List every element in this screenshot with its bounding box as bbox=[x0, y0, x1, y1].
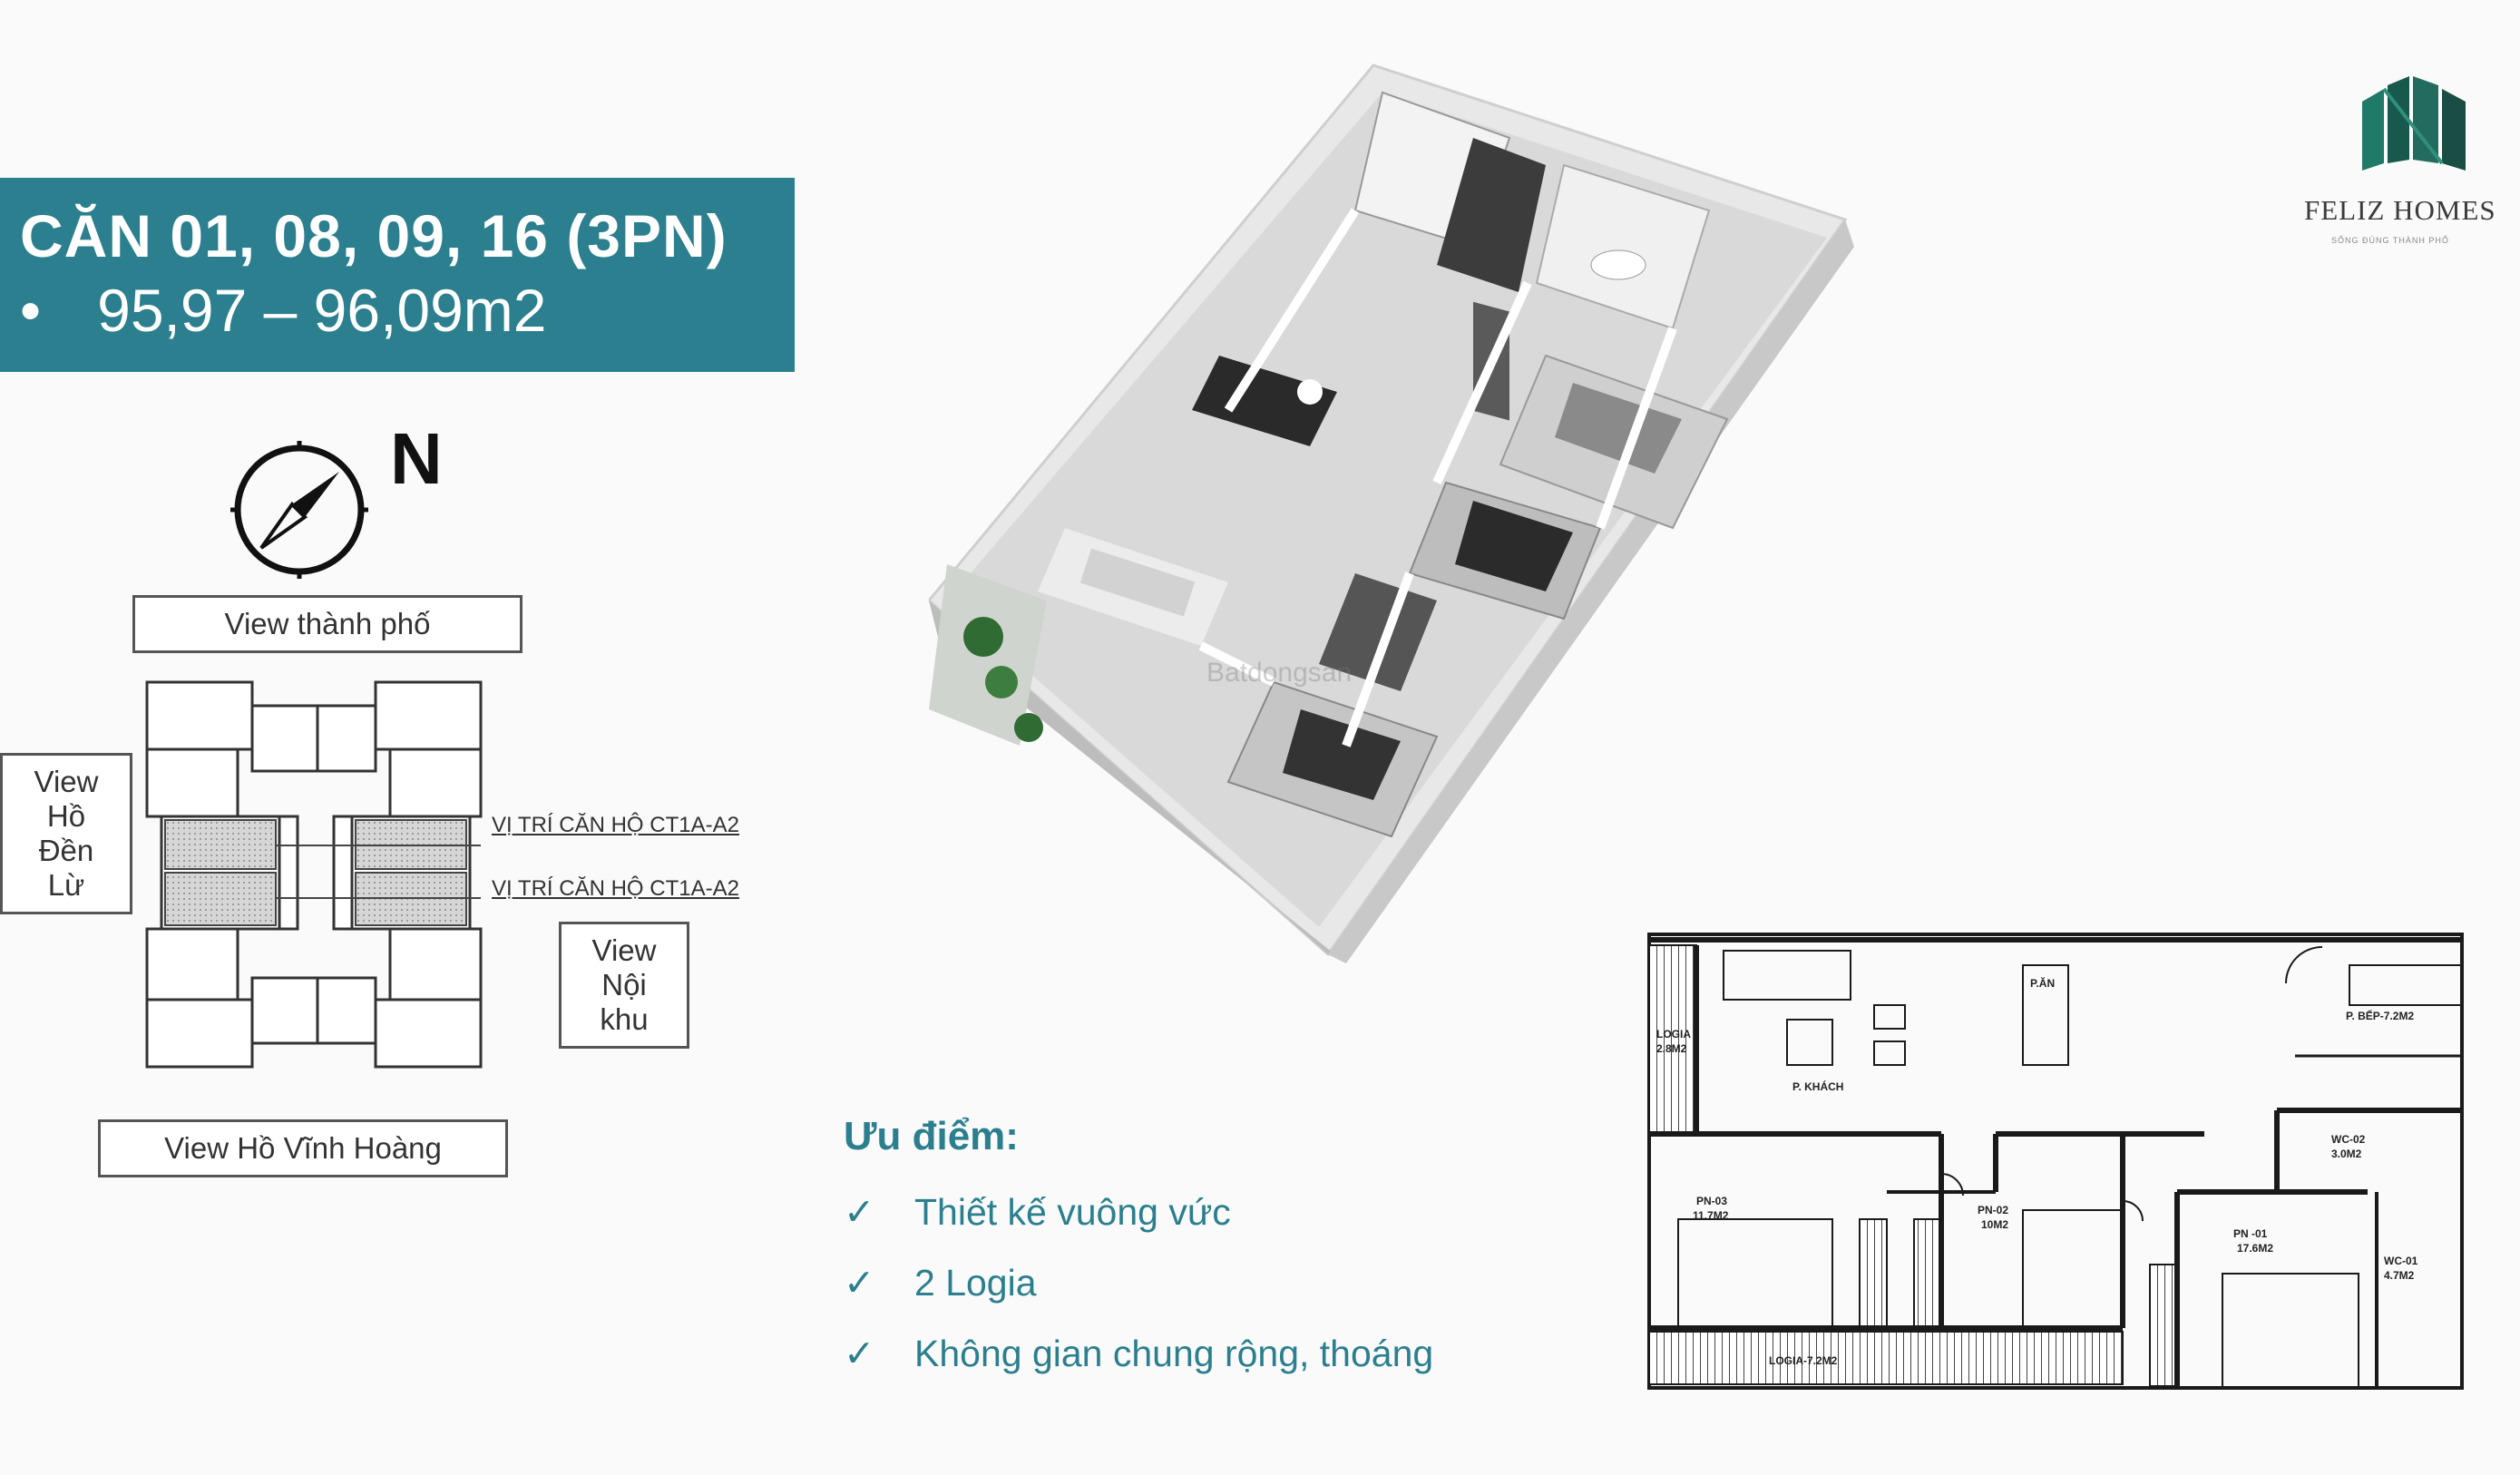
bullet: • bbox=[20, 277, 42, 344]
room-label-logia-left: LOGIA bbox=[1656, 1028, 1691, 1040]
room-label-pn03-area: 11.7M2 bbox=[1693, 1209, 1729, 1222]
apartment-title: CĂN 01, 08, 09, 16 (3PN) bbox=[20, 202, 728, 269]
building-site-plan bbox=[145, 680, 483, 1069]
room-label-living: P. KHÁCH bbox=[1792, 1079, 1843, 1093]
room-label-pn01-area: 17.6M2 bbox=[2237, 1242, 2273, 1255]
view-noi-khu-line: View bbox=[591, 933, 657, 967]
apartment-area: • 95,97 – 96,09m2 bbox=[20, 276, 547, 345]
room-label-logia-left-area: 2.8M2 bbox=[1656, 1042, 1687, 1055]
check-icon: ✓ bbox=[844, 1333, 875, 1374]
room-label-pn02: PN-02 bbox=[1978, 1204, 2008, 1216]
compass-icon bbox=[230, 441, 368, 579]
room-label-wc02-area: 3.0M2 bbox=[2331, 1148, 2362, 1160]
view-noi-khu-line: Nội bbox=[601, 968, 647, 1001]
floor-plan: P.ĂN P. BẾP-7.2M2 LOGIA 2.8M2 P. KHÁCH W… bbox=[1647, 933, 2464, 1390]
logo-name: FELIZ HOMES bbox=[2304, 194, 2496, 226]
advantage-text: 2 Logia bbox=[914, 1262, 1037, 1304]
position-label: VỊ TRÍ CĂN HỘ CT1A-A2 bbox=[492, 876, 739, 901]
room-label-pn03: PN-03 bbox=[1696, 1195, 1727, 1207]
area-value: 95,97 – 96,09m2 bbox=[97, 277, 547, 344]
advantage-item: ✓ 2 Logia bbox=[844, 1261, 1037, 1304]
advantage-item: ✓ Không gian chung rộng, thoáng bbox=[844, 1332, 1433, 1375]
room-label-kitchen: P. BẾP-7.2M2 bbox=[2346, 1009, 2414, 1022]
view-den-lu-line: Đền bbox=[38, 834, 94, 867]
check-icon: ✓ bbox=[844, 1262, 875, 1304]
room-label-pn02-area: 10M2 bbox=[1981, 1218, 2008, 1231]
view-vinh-hoang-box: View Hồ Vĩnh Hoàng bbox=[98, 1119, 508, 1177]
watermark: Batdongsan bbox=[1206, 658, 1353, 688]
north-label: N bbox=[390, 418, 443, 499]
view-den-lu-line: Lừ bbox=[47, 868, 85, 902]
advantages-title: Ưu điểm: bbox=[844, 1114, 1019, 1158]
view-vinh-hoang-label: View Hồ Vĩnh Hoàng bbox=[164, 1131, 442, 1165]
room-label-wc01-area: 4.7M2 bbox=[2384, 1269, 2415, 1282]
advantage-text: Thiết kế vuông vức bbox=[914, 1191, 1231, 1233]
apartment-3d-render bbox=[929, 63, 1854, 963]
view-den-lu-box: View Hồ Đền Lừ bbox=[0, 753, 132, 914]
position-label: VỊ TRÍ CĂN HỘ CT1A-A2 bbox=[492, 813, 739, 837]
check-icon: ✓ bbox=[844, 1191, 875, 1233]
advantage-text: Không gian chung rộng, thoáng bbox=[914, 1333, 1434, 1374]
view-den-lu-line: View bbox=[34, 765, 99, 798]
view-noi-khu-box: View Nội khu bbox=[559, 922, 689, 1049]
view-noi-khu-line: khu bbox=[600, 1002, 649, 1036]
room-label-pn01: PN -01 bbox=[2233, 1227, 2268, 1240]
title-banner: CĂN 01, 08, 09, 16 (3PN) • 95,97 – 96,09m… bbox=[0, 178, 795, 372]
logo-mark-icon bbox=[2362, 76, 2466, 171]
view-den-lu-line: Hồ bbox=[46, 799, 86, 833]
view-city-box: View thành phố bbox=[132, 595, 523, 653]
room-label-wc01: WC-01 bbox=[2384, 1255, 2418, 1267]
room-label-dining: P.ĂN bbox=[2030, 976, 2055, 990]
view-city-label: View thành phố bbox=[224, 607, 431, 640]
room-label-logia-bottom: LOGIA-7.2M2 bbox=[1769, 1354, 1838, 1367]
logo-tagline: SỐNG ĐÚNG THÀNH PHỐ bbox=[2331, 236, 2449, 245]
feliz-homes-logo: FELIZ HOMES SỐNG ĐÚNG THÀNH PHỐ bbox=[2304, 76, 2520, 258]
advantage-item: ✓ Thiết kế vuông vức bbox=[844, 1190, 1231, 1234]
room-label-wc02: WC-02 bbox=[2331, 1133, 2366, 1146]
